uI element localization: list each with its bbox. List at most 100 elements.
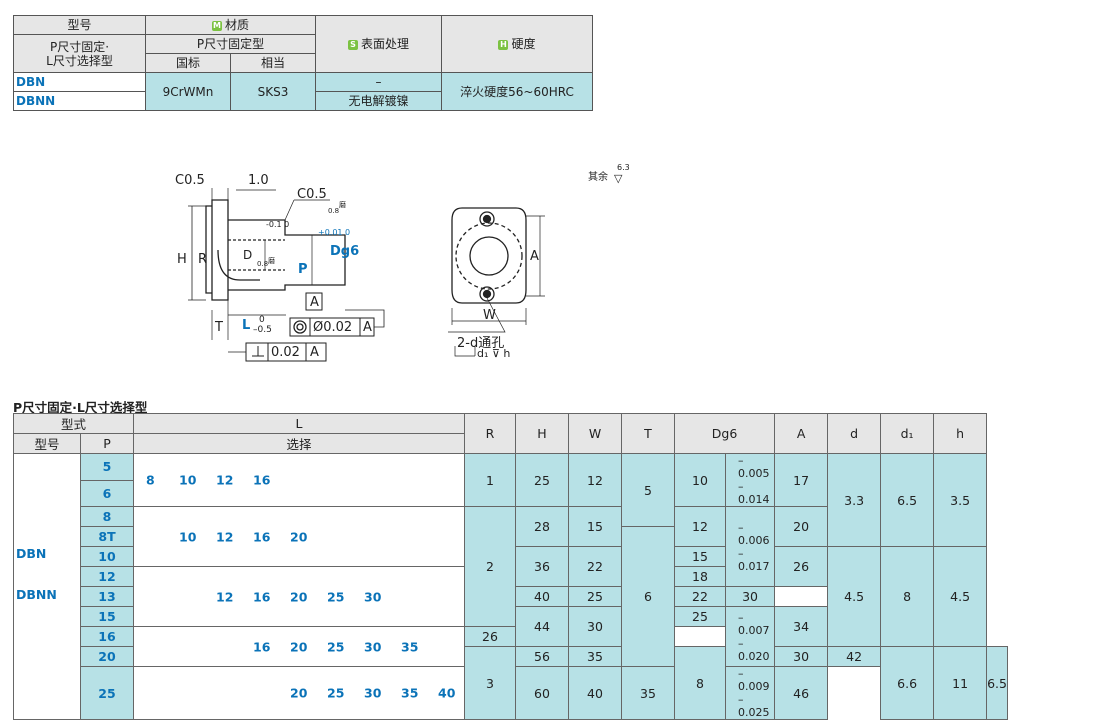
roughness-label-a: 磨: [339, 201, 346, 209]
surface-dbn: –: [315, 72, 442, 92]
h-40: 40: [515, 586, 569, 607]
header-dg6: Dg6: [673, 413, 776, 454]
d-26: 26: [464, 626, 516, 647]
h-dim-label: H: [177, 252, 187, 267]
d1-11: 11: [933, 646, 988, 720]
model-dbn: DBN: [13, 72, 146, 92]
r-label: R: [198, 252, 208, 267]
p-16: 16: [80, 626, 134, 647]
h-56: 56: [515, 646, 569, 667]
material-badge-icon: M: [211, 20, 222, 31]
header-model: 型号: [13, 15, 146, 35]
d1-8: 8: [880, 546, 935, 647]
w-15: 15: [568, 506, 622, 547]
equiv-value: SKS3: [230, 72, 316, 111]
a-26: 26: [774, 546, 829, 587]
header-l: L: [133, 413, 465, 434]
d-tol-4: – 0.009– 0.025: [724, 666, 776, 720]
a-20: 20: [774, 506, 829, 547]
l-group-5: 20 25 30 35 40: [133, 666, 465, 720]
header-a: A: [774, 413, 829, 454]
w-40: 40: [568, 666, 622, 720]
a-46: 46: [774, 666, 829, 720]
d-tol-3: – 0.007– 0.020: [724, 606, 776, 667]
d-tol-2: – 0.006– 0.017: [724, 506, 776, 587]
l-group-4: 16 20 25 30 35: [133, 626, 465, 667]
hole-note: 2-d通孔: [457, 336, 505, 351]
d-4-5: 4.5: [827, 546, 882, 647]
surface-dbnn: 无电解镀镍: [315, 91, 442, 111]
c05-right-label: C0.5: [297, 187, 327, 202]
dim-1-label: 1.0: [248, 173, 269, 188]
h-36: 36: [515, 546, 569, 587]
l-tol-top: 0: [259, 315, 265, 325]
p-15: 15: [80, 606, 134, 627]
model-dbnn: DBNN: [16, 587, 57, 602]
p-20: 20: [80, 646, 134, 667]
header-h-small: h: [933, 413, 988, 454]
section-title: P尺寸固定·L尺寸选择型: [13, 400, 148, 415]
roughness-label-b: 磨: [268, 257, 275, 265]
header-d1: d₁: [880, 413, 935, 454]
p-25: 25: [80, 666, 134, 720]
hardness-badge-icon: H: [498, 39, 509, 50]
h-60: 60: [515, 666, 569, 720]
p-5: 5: [80, 453, 134, 481]
surface-badge-icon: S: [347, 39, 358, 50]
w-30: 30: [568, 606, 622, 647]
header-t: T: [621, 413, 675, 454]
p-8t: 8T: [80, 526, 134, 547]
l-label: L: [242, 318, 251, 333]
header-h: H: [515, 413, 569, 454]
a-30: 30: [724, 586, 776, 607]
a-42: 42: [827, 646, 882, 667]
d-25: 25: [674, 606, 726, 627]
d-30: 30: [774, 646, 829, 667]
hh-4-5: 4.5: [933, 546, 988, 647]
p-12: 12: [80, 566, 134, 587]
d-10: 10: [674, 453, 726, 507]
d-18: 18: [674, 566, 726, 587]
l-group-1: 8 10 12 16: [133, 453, 465, 507]
d-22: 22: [674, 586, 726, 607]
h-28: 28: [515, 506, 569, 547]
header-model: 型号: [13, 433, 81, 454]
w-22: 22: [568, 546, 622, 587]
roughness-value-b: 0.8: [257, 260, 269, 268]
h-25: 25: [515, 453, 569, 507]
p-13: 13: [80, 586, 134, 607]
w-35: 35: [568, 646, 622, 667]
a-datum-label: A: [310, 295, 319, 310]
technical-drawing: [188, 188, 545, 362]
h-44: 44: [515, 606, 569, 647]
header-model-sub: P尺寸固定·L尺寸选择型: [13, 34, 146, 73]
p-label: P: [298, 262, 308, 277]
d-tol-label: -0.1 0: [266, 220, 290, 229]
header-type: 型式: [13, 413, 134, 434]
p-6: 6: [80, 479, 134, 507]
concentricity-value: Ø0.02: [313, 320, 353, 335]
t-6: 6: [621, 526, 675, 667]
header-p: P: [80, 433, 134, 454]
d-3-3: 3.3: [827, 453, 882, 547]
a-34: 34: [774, 606, 829, 647]
w-dim-label: W: [483, 308, 496, 323]
d-12: 12: [674, 506, 726, 547]
d1-6-5: 6.5: [880, 453, 935, 547]
d-label: D: [243, 248, 253, 262]
p-tol-label: +0.01 0: [318, 228, 351, 237]
p-10: 10: [80, 546, 134, 567]
concentricity-ref: A: [363, 320, 372, 335]
perpendicularity-ref: A: [310, 345, 319, 360]
r-2: 2: [464, 506, 516, 627]
r-1: 1: [464, 453, 516, 507]
header-d: d: [827, 413, 882, 454]
counterbore-note: d₁ ⊽ h: [477, 347, 511, 360]
hardness-value: 淬火硬度56~60HRC: [441, 72, 593, 111]
header-gb: 国标: [145, 53, 231, 73]
header-w: W: [568, 413, 622, 454]
w-25: 25: [568, 586, 622, 607]
